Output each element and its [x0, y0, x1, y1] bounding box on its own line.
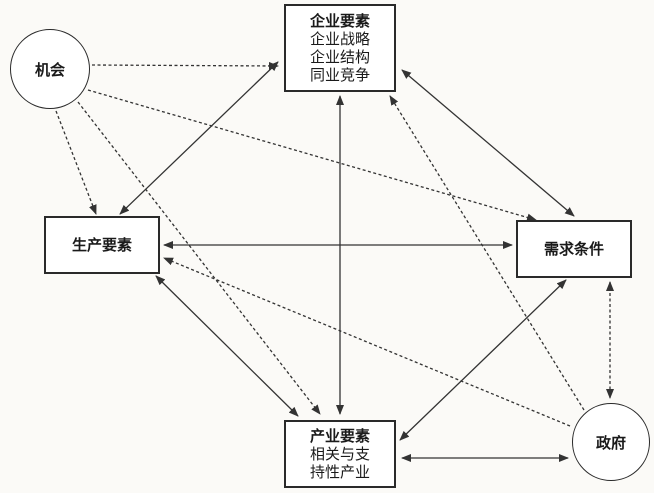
enterprise-title: 企业要素: [309, 12, 370, 30]
government-label: 政府: [595, 433, 626, 452]
demand-title: 需求条件: [543, 240, 604, 258]
edge-government-enterprise: [389, 95, 585, 411]
government-circle: 政府: [572, 403, 650, 481]
edge-government-factor: [163, 257, 571, 427]
industry-line-2: 持性产业: [309, 463, 370, 481]
industry-line-1: 相关与支: [309, 445, 370, 463]
production-factors-box: 生产要素: [44, 216, 160, 274]
edge-enterprise-factor: [119, 61, 279, 215]
enterprise-factors-box: 企业要素 企业战略 企业结构 同业竞争: [284, 4, 396, 92]
chance-label: 机会: [34, 60, 65, 79]
edge-demand-industry: [399, 279, 567, 441]
edge-chance-demand: [87, 89, 537, 222]
edge-chance-enterprise: [91, 61, 279, 70]
edge-chance-factor: [55, 110, 97, 215]
edge-factor-industry: [155, 275, 299, 417]
enterprise-line-structure: 企业结构: [309, 48, 370, 66]
enterprise-line-strategy: 企业战略: [309, 30, 370, 48]
chance-circle: 机会: [10, 29, 90, 109]
industry-factors-box: 产业要素 相关与支 持性产业: [284, 420, 396, 488]
factor-title: 生产要素: [71, 236, 132, 254]
demand-conditions-box: 需求条件: [516, 220, 632, 278]
enterprise-line-rivalry: 同业竞争: [309, 66, 370, 84]
edge-enterprise-demand: [401, 69, 575, 217]
industry-title: 产业要素: [309, 427, 370, 445]
